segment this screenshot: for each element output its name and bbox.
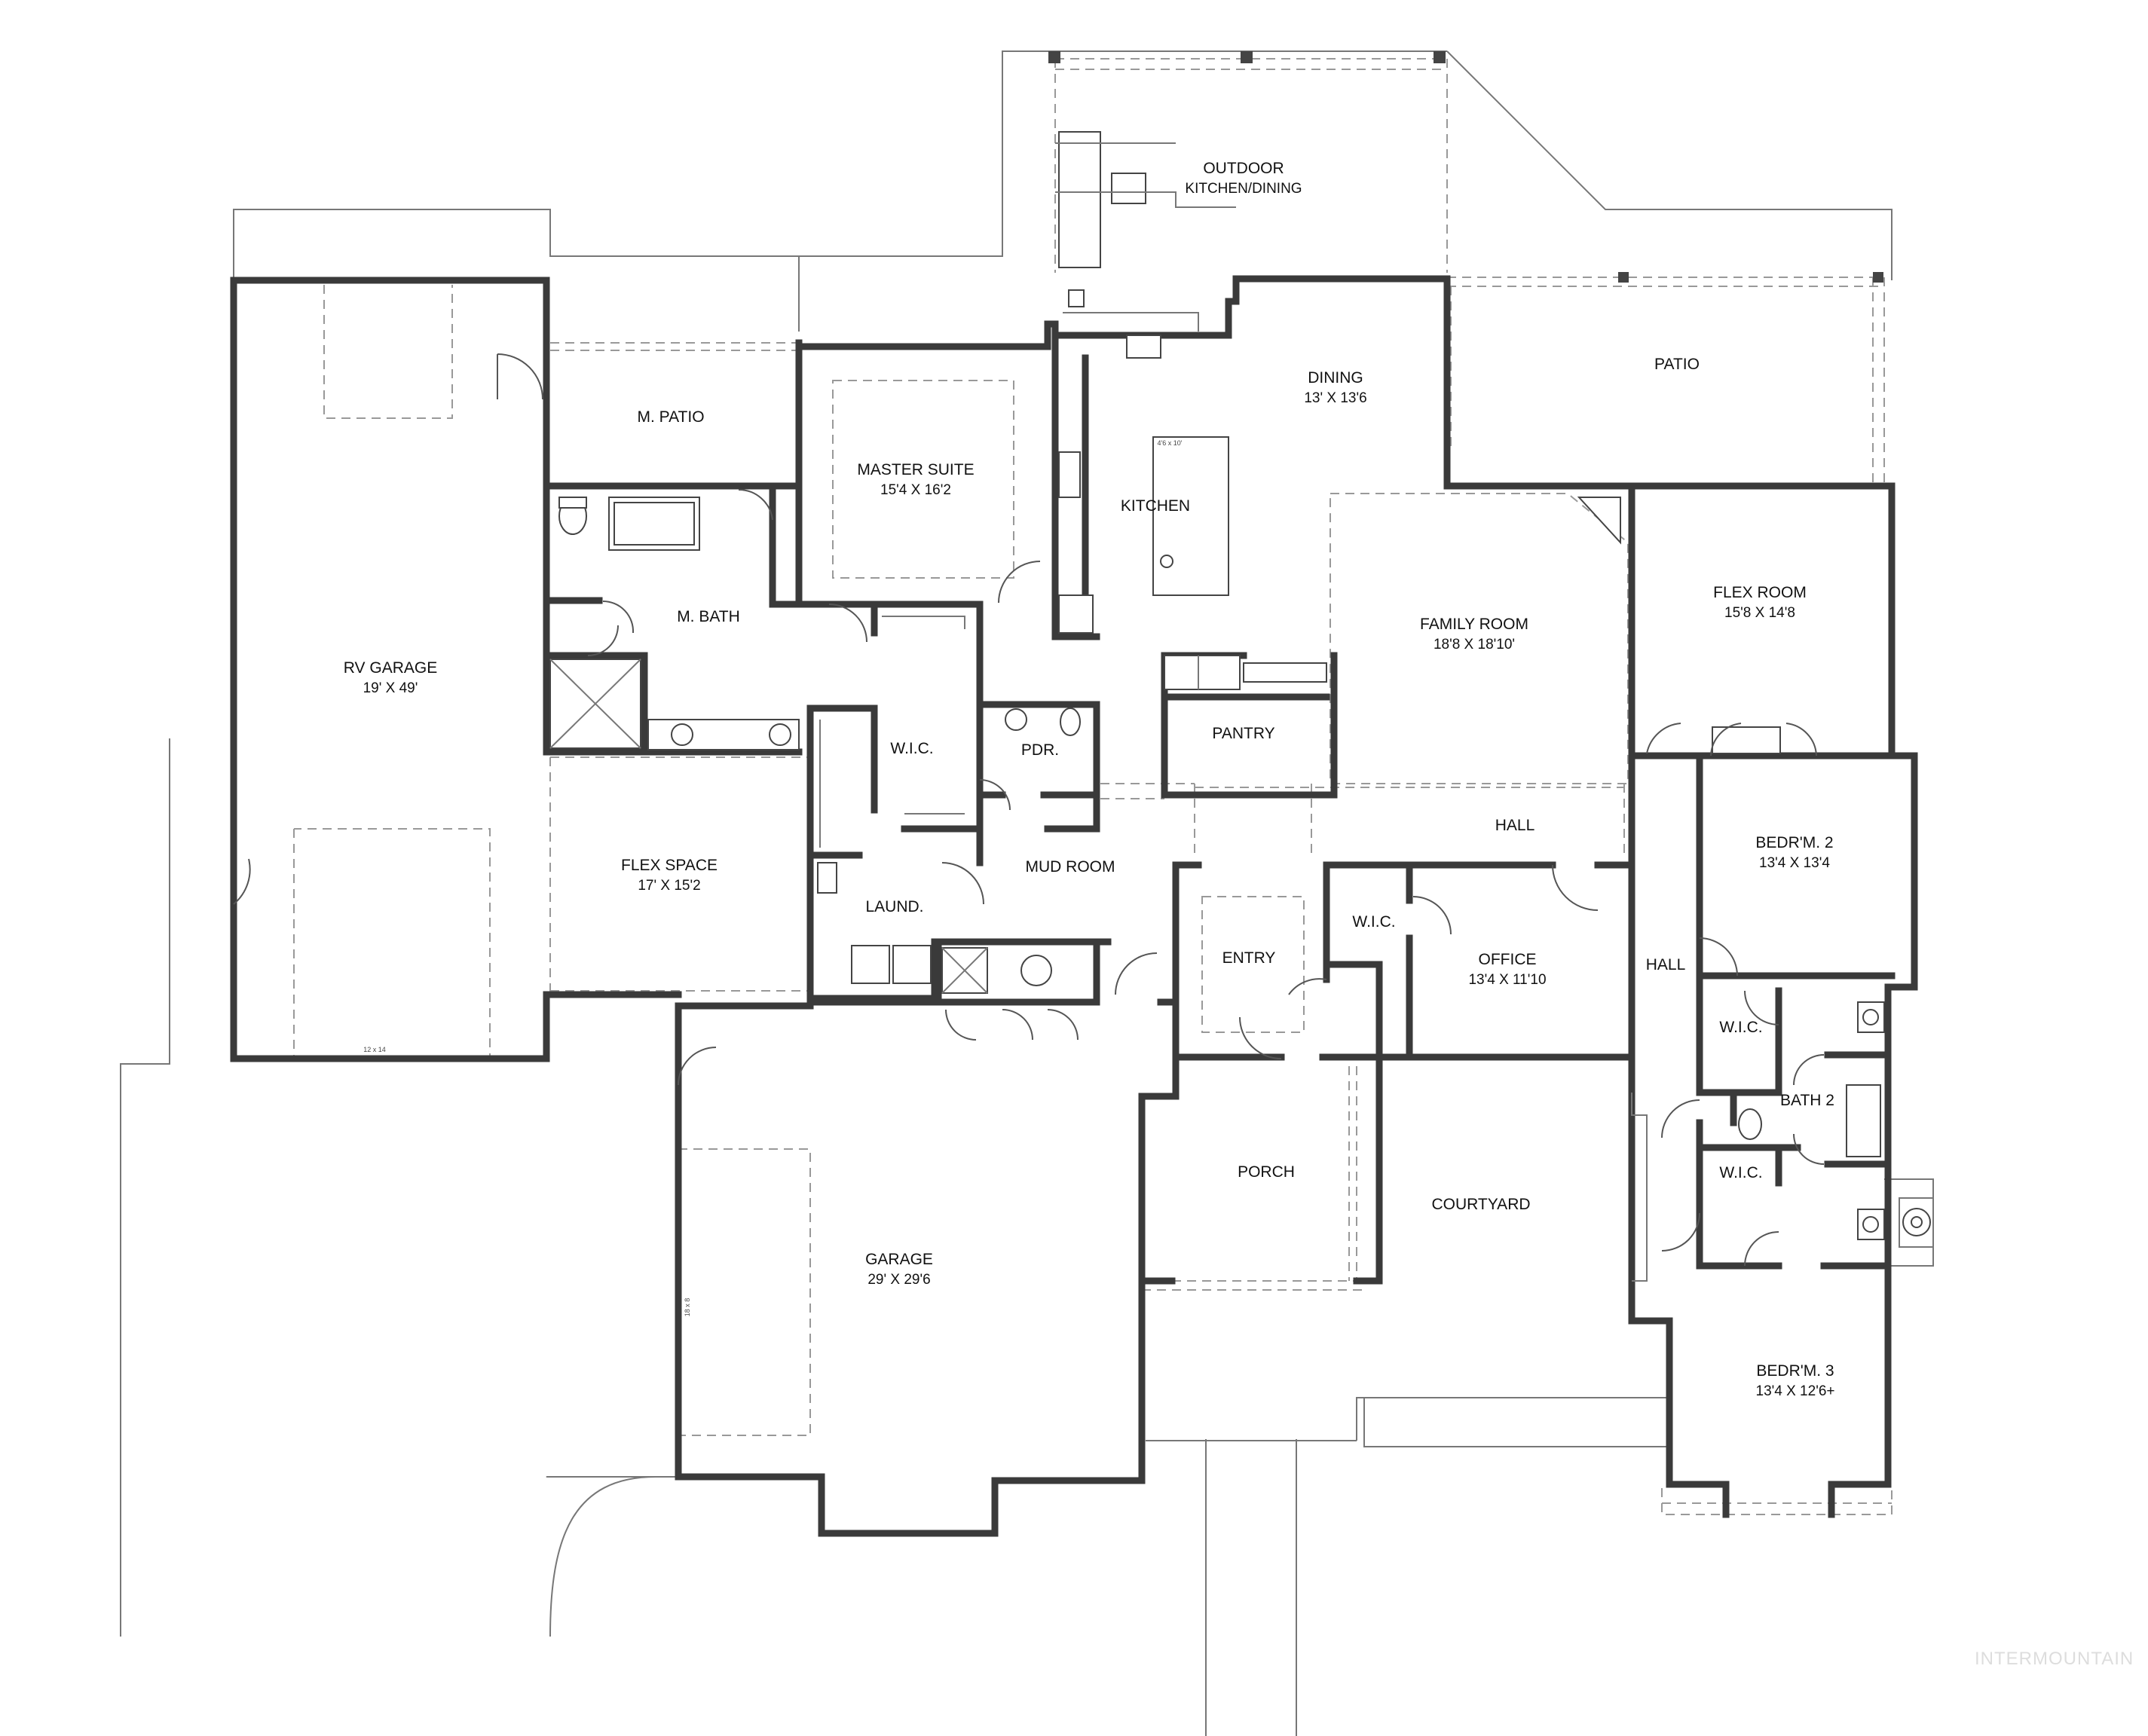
- room-label-line: W.I.C.: [1719, 1019, 1762, 1036]
- room-label-line: COURTYARD: [1431, 1196, 1530, 1213]
- room-label-line: FLEX ROOM: [1713, 584, 1807, 601]
- room-label-line: RV GARAGE: [344, 659, 437, 677]
- room-label-line: GARAGE: [865, 1251, 933, 1268]
- walls: [230, 275, 1918, 1537]
- room-label-bed3: BEDR'M. 3 13'4 X 12'6+: [1756, 1362, 1835, 1399]
- room-label-line: W.I.C.: [1352, 913, 1395, 931]
- room-label-wic4: W.I.C.: [1719, 1164, 1762, 1181]
- room-label-line: 13'4 X 13'4: [1759, 855, 1830, 871]
- room-label-line: 13' X 13'6: [1304, 390, 1366, 406]
- room-label-line: MASTER SUITE: [857, 461, 974, 478]
- room-label-line: FAMILY ROOM: [1420, 616, 1528, 633]
- room-label-kitchen: KITCHEN: [1121, 497, 1190, 515]
- room-label-mbath: M. BATH: [677, 608, 740, 625]
- room-label-outdoor: OUTDOOR KITCHEN/DINING: [1185, 160, 1302, 197]
- room-label-garage: GARAGE 29' X 29'6: [865, 1251, 933, 1288]
- room-label-line: 15'8 X 14'8: [1724, 605, 1795, 621]
- room-label-line: HALL: [1495, 817, 1535, 834]
- room-label-line: PANTRY: [1212, 725, 1274, 742]
- room-label-line: 13'4 X 11'10: [1468, 972, 1546, 988]
- room-label-pdr: PDR.: [1021, 741, 1059, 759]
- room-label-line: PATIO: [1654, 356, 1700, 373]
- room-label-patio: PATIO: [1654, 356, 1700, 373]
- room-label-pantry: PANTRY: [1212, 725, 1274, 742]
- room-label-bath2: BATH 2: [1780, 1092, 1834, 1109]
- room-label-wic2: W.I.C.: [1352, 913, 1395, 931]
- room-label-line: FLEX SPACE: [621, 857, 718, 874]
- room-label-line: 18'8 X 18'10': [1434, 637, 1515, 653]
- room-label-line: M. PATIO: [637, 408, 704, 426]
- room-label-line: BATH 2: [1780, 1092, 1834, 1109]
- room-label-line: KITCHEN: [1121, 497, 1190, 515]
- room-label-line: MUD ROOM: [1026, 858, 1115, 876]
- room-label-line: PDR.: [1021, 741, 1059, 759]
- room-label-rvgarage: RV GARAGE 19' X 49': [344, 659, 437, 696]
- rv-door-size-label: 12 x 14: [363, 1046, 386, 1053]
- room-label-line: 13'4 X 12'6+: [1756, 1383, 1835, 1399]
- room-label-family: FAMILY ROOM 18'8 X 18'10': [1420, 616, 1528, 653]
- room-label-line: BEDR'M. 2: [1755, 834, 1833, 851]
- posts: [1048, 51, 1883, 283]
- room-label-line: BEDR'M. 3: [1756, 1362, 1834, 1380]
- room-label-flexroom: FLEX ROOM 15'8 X 14'8: [1713, 584, 1807, 621]
- room-label-bed2: BEDR'M. 2 13'4 X 13'4: [1755, 834, 1833, 871]
- room-label-line: ENTRY: [1222, 949, 1276, 967]
- site-lines: [120, 50, 1934, 1736]
- room-label-mudroom: MUD ROOM: [1026, 858, 1115, 876]
- room-label-line: DINING: [1308, 369, 1363, 387]
- room-label-line: M. BATH: [677, 608, 740, 625]
- room-label-wic3: W.I.C.: [1719, 1019, 1762, 1036]
- room-label-line: 17' X 15'2: [638, 878, 700, 894]
- room-label-line: KITCHEN/DINING: [1185, 181, 1302, 197]
- room-label-office: OFFICE 13'4 X 11'10: [1468, 951, 1546, 988]
- room-label-dining: DINING 13' X 13'6: [1304, 369, 1366, 406]
- room-labels: OUTDOOR KITCHEN/DINING M. PATIO MASTER SUIT…: [344, 160, 1835, 1399]
- garage-door-size-label: 18 x 8: [684, 1298, 691, 1317]
- room-label-flexspace: FLEX SPACE 17' X 15'2: [621, 857, 718, 894]
- room-label-line: 19' X 49': [363, 680, 418, 696]
- room-label-hall1: HALL: [1495, 817, 1535, 834]
- room-label-master: MASTER SUITE 15'4 X 16'2: [857, 461, 974, 498]
- room-label-line: W.I.C.: [890, 740, 933, 757]
- room-label-line: LAUND.: [865, 898, 923, 915]
- room-label-courtyard: COURTYARD: [1431, 1196, 1530, 1213]
- room-label-mpatio: M. PATIO: [637, 408, 704, 426]
- room-label-wic1: W.I.C.: [890, 740, 933, 757]
- room-label-hall2: HALL: [1646, 956, 1686, 973]
- room-label-line: OUTDOOR: [1203, 160, 1284, 177]
- fixtures: [549, 131, 1885, 1282]
- room-label-laund: LAUND.: [865, 898, 923, 915]
- room-label-line: PORCH: [1238, 1163, 1295, 1181]
- room-label-porch: PORCH: [1238, 1163, 1295, 1181]
- room-label-entry: ENTRY: [1222, 949, 1276, 967]
- doors: [233, 353, 1825, 1267]
- watermark: INTERMOUNTAIN: [1975, 1649, 2134, 1669]
- room-label-line: 29' X 29'6: [867, 1272, 930, 1288]
- room-label-line: OFFICE: [1479, 951, 1537, 968]
- island-size-label: 4'6 x 10': [1158, 439, 1183, 447]
- room-label-line: W.I.C.: [1719, 1164, 1762, 1181]
- room-label-line: 15'4 X 16'2: [880, 482, 951, 498]
- room-label-line: HALL: [1646, 956, 1686, 973]
